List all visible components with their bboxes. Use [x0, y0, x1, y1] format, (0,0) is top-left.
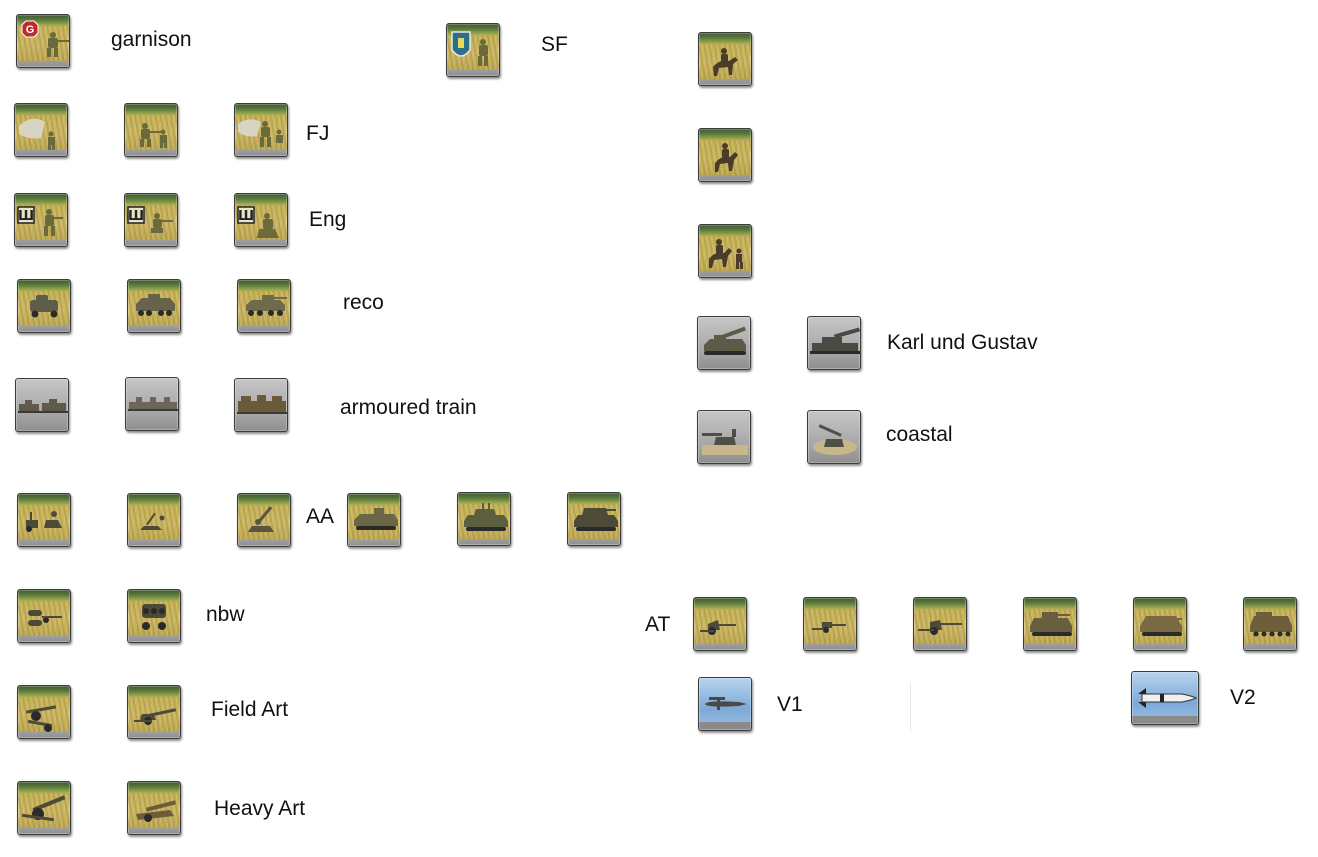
coastal-gun-icon[interactable] — [807, 410, 861, 464]
towed-aa-gun-icon[interactable] — [127, 493, 181, 547]
cavalry-icon[interactable] — [698, 128, 752, 182]
cavalry-icon[interactable] — [698, 224, 752, 278]
v1-label: V1 — [777, 693, 803, 716]
tank-destroyer-icon[interactable] — [1023, 597, 1077, 651]
tank-destroyer-icon[interactable] — [1243, 597, 1297, 651]
aa-label: AA — [306, 505, 335, 528]
nbw-label: nbw — [206, 603, 245, 626]
fj-label: FJ — [306, 122, 330, 145]
tank-destroyer-icon[interactable] — [1133, 597, 1187, 651]
armoured-train-label: armoured train — [340, 396, 477, 419]
towed-aa-gun-icon[interactable] — [17, 493, 71, 547]
v2-rocket-icon[interactable] — [1131, 671, 1199, 725]
self-propelled-aa-icon[interactable] — [567, 492, 621, 546]
coastal-gun-icon[interactable] — [697, 410, 751, 464]
eng-label: Eng — [309, 208, 347, 231]
self-propelled-aa-icon[interactable] — [457, 492, 511, 546]
cavalry-icon[interactable] — [698, 32, 752, 86]
engineer-icon[interactable]: Ш — [124, 193, 178, 247]
reco-label: reco — [343, 291, 384, 314]
anti-tank-gun-icon[interactable] — [693, 597, 747, 651]
svg-text:G: G — [26, 24, 35, 36]
towed-aa-gun-icon[interactable] — [237, 493, 291, 547]
engineer-icon[interactable]: Ш — [14, 193, 68, 247]
engineer-icon[interactable]: Ш — [234, 193, 288, 247]
paratrooper-icon[interactable] — [234, 103, 288, 157]
coastal-label: coastal — [886, 423, 953, 446]
sf-label: SF — [541, 33, 568, 56]
rocket-launcher-icon[interactable] — [17, 589, 71, 643]
heavy-art-label: Heavy Art — [214, 797, 306, 820]
armored-train-icon[interactable] — [234, 378, 288, 432]
svg-text:Ш: Ш — [238, 209, 254, 224]
v2-label: V2 — [1230, 686, 1256, 709]
self-propelled-aa-icon[interactable] — [347, 493, 401, 547]
field-artillery-icon[interactable] — [127, 685, 181, 739]
railway-gun-icon[interactable] — [697, 316, 751, 370]
anti-tank-gun-icon[interactable] — [913, 597, 967, 651]
heavy-artillery-icon[interactable] — [127, 781, 181, 835]
v1-flying-bomb-icon[interactable] — [698, 677, 752, 731]
paratrooper-icon[interactable] — [124, 103, 178, 157]
svg-text:Ш: Ш — [18, 209, 34, 224]
karl-und-gustav-label: Karl und Gustav — [887, 331, 1038, 354]
armored-train-icon[interactable] — [125, 377, 179, 431]
at-label: AT — [645, 613, 671, 636]
svg-text:Ш: Ш — [128, 209, 144, 224]
garnison-label: garnison — [111, 28, 192, 51]
armored-car-icon[interactable] — [237, 279, 291, 333]
armored-car-icon[interactable] — [17, 279, 71, 333]
garrison-infantry-icon[interactable]: G — [16, 14, 70, 68]
railway-gun-icon[interactable] — [807, 316, 861, 370]
armored-car-icon[interactable] — [127, 279, 181, 333]
divider — [910, 683, 911, 731]
rocket-launcher-icon[interactable] — [127, 589, 181, 643]
heavy-artillery-icon[interactable] — [17, 781, 71, 835]
armored-train-icon[interactable] — [15, 378, 69, 432]
paratrooper-icon[interactable] — [14, 103, 68, 157]
field-art-label: Field Art — [211, 698, 289, 721]
field-artillery-icon[interactable] — [17, 685, 71, 739]
anti-tank-gun-icon[interactable] — [803, 597, 857, 651]
special-forces-icon[interactable] — [446, 23, 500, 77]
